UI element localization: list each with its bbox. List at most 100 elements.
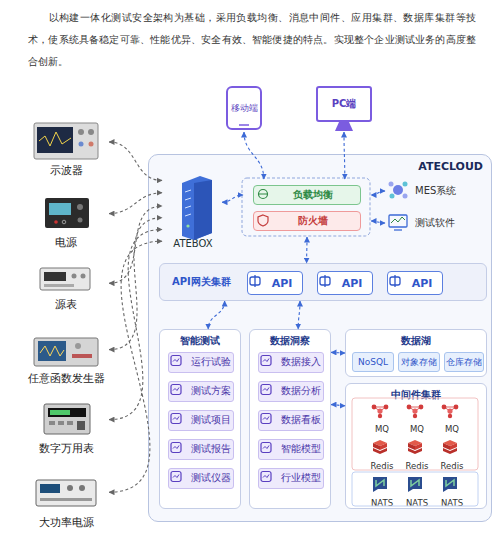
gateway-pill: 防火墙 — [253, 211, 361, 231]
node-label: 行业模型 — [281, 472, 321, 485]
external-system: 测试软件 — [385, 211, 477, 235]
middleware-cell: Redis — [366, 438, 398, 471]
dashed-connector — [331, 405, 345, 406]
client-box: PC端 — [316, 86, 372, 122]
module-item: 智能模型 — [258, 439, 324, 460]
external-system: MES系统 — [385, 179, 477, 203]
module-box: 智能测试运行试验测试方案测试项目测试报告测试仪器 — [159, 329, 241, 509]
instrument: 电源 — [23, 194, 109, 250]
node-label: MES系统 — [415, 184, 456, 198]
module-item: 测试报告 — [168, 439, 234, 460]
module-item: 测试项目 — [168, 410, 234, 431]
function-generator-image — [34, 338, 98, 366]
node-label: NoSQL — [358, 357, 388, 367]
instrument: 数字万用表 — [23, 400, 109, 456]
dashed-connector — [109, 218, 162, 350]
node-label: 大功率电源 — [39, 515, 94, 530]
node-label: API — [272, 277, 293, 290]
module-item: 运行试验 — [168, 352, 234, 373]
node-label: NATS — [371, 498, 393, 508]
dashed-connector — [343, 132, 345, 179]
node-label: Redis — [406, 461, 429, 471]
module-item: 测试仪器 — [168, 468, 234, 489]
middleware-cell: MQ — [436, 401, 468, 434]
atebox-server-image — [182, 176, 212, 240]
node-label: NATS — [441, 498, 463, 508]
item-icons — [171, 356, 271, 482]
middleware-cell: NATS — [401, 475, 433, 508]
server-box: ATEBOX — [164, 171, 222, 249]
node-label: 数字万用表 — [39, 441, 94, 456]
power-supply-image — [45, 198, 89, 228]
storage-pill: NoSQL — [352, 352, 394, 372]
node-label: Redis — [371, 461, 394, 471]
dashed-connector — [371, 221, 385, 223]
gateway-pill: 负载均衡 — [253, 185, 361, 205]
dashed-connector — [109, 241, 162, 492]
node-label: MQ — [445, 424, 459, 434]
middleware-cell: MQ — [401, 401, 433, 434]
dashed-connector — [222, 195, 243, 202]
node-label: 测试软件 — [415, 216, 455, 230]
multimeter-image — [44, 404, 90, 434]
module-item: 数据看板 — [258, 410, 324, 431]
node-label: PC端 — [332, 97, 357, 111]
middleware-cell: NATS — [366, 475, 398, 508]
node-label: 测试方案 — [191, 385, 231, 398]
dashed-connector — [109, 206, 162, 283]
node-label: 任意函数发生器 — [28, 371, 105, 386]
dashed-connector — [298, 301, 300, 329]
instrument: 大功率电源 — [23, 476, 109, 530]
module-item: 数据分析 — [258, 381, 324, 402]
api-pill: API — [317, 271, 373, 295]
middleware-cell: Redis — [436, 438, 468, 471]
storage-box: 数据湖NoSQL对象存储仓库存储 — [345, 329, 487, 377]
dashed-connector — [208, 301, 224, 329]
node-label: 防火墙 — [298, 214, 328, 228]
node-label: NATS — [406, 498, 428, 508]
node-label: API — [412, 277, 433, 290]
node-label: 智能测试 — [160, 334, 240, 348]
middleware-cell: Redis — [401, 438, 433, 471]
device-decoration — [239, 122, 353, 131]
api-icons — [250, 275, 400, 287]
dashed-connector — [331, 352, 345, 354]
gateway-group-outline — [242, 178, 370, 236]
instrument: 示波器 — [23, 118, 109, 178]
node-label: MQ — [410, 424, 424, 434]
node-label: 测试项目 — [191, 414, 231, 427]
node-label: 仓库存储 — [446, 356, 482, 369]
cluster-box: API网关集群 API API API — [159, 263, 487, 301]
node-label: 负载均衡 — [293, 188, 333, 202]
dashed-connector — [109, 142, 162, 180]
module-item: 行业模型 — [258, 468, 324, 489]
node-label: ATEBOX — [173, 238, 212, 249]
node-label: MQ — [375, 424, 389, 434]
node-label: 数据洞察 — [250, 334, 330, 348]
module-item: 测试方案 — [168, 381, 234, 402]
dashed-connector — [109, 193, 162, 214]
node-label: 对象存储 — [401, 356, 437, 369]
dashed-connector — [306, 237, 307, 263]
node-label: 测试仪器 — [191, 472, 231, 485]
instrument: 任意函数发生器 — [23, 334, 109, 386]
storage-pill: 仓库存储 — [444, 352, 484, 372]
node-label: Redis — [441, 461, 464, 471]
api-pill: API — [247, 271, 303, 295]
node-label: 源表 — [55, 297, 77, 312]
api-pill: API — [387, 271, 443, 295]
middleware-box: 中间件集群 MQ MQ MQ Redis Redis RedisNATS NATS NATS — [345, 383, 487, 509]
node-label: 示波器 — [50, 163, 83, 178]
node-label: 中间件集群 — [346, 388, 486, 402]
node-label: 运行试验 — [191, 356, 231, 369]
side-system-icons — [389, 182, 408, 231]
node-label: API网关集群 — [172, 275, 231, 289]
middleware-icons — [352, 398, 478, 506]
intro-text: 以构建一体化测试安全架构为基础，采用负载均衡、消息中间件、应用集群、数据库集群等… — [28, 6, 476, 72]
source-meter-image — [40, 268, 90, 290]
node-label: 数据接入 — [281, 356, 321, 369]
node-label: 电源 — [55, 235, 77, 250]
platform-box: ATECLOUDATEBOX负载均衡防火墙MES系统测试软件API网关集群API… — [148, 154, 492, 522]
node-label: API — [342, 277, 363, 290]
